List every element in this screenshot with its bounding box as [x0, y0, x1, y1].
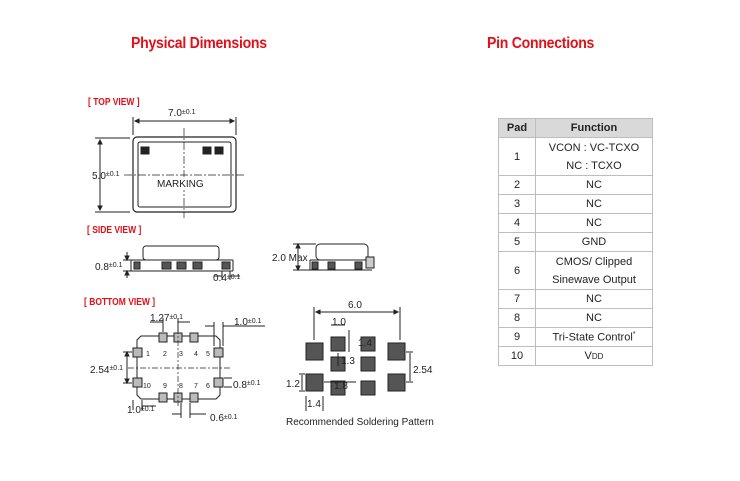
pad-cell: 10: [498, 346, 536, 366]
solder-dim-1: 1.0: [332, 317, 346, 328]
pin-number: 1: [146, 351, 150, 358]
function-cell: VCON : VC-TCXO NC : TCXO: [535, 137, 653, 176]
function-subscript: DD: [591, 352, 604, 361]
function-text: V: [584, 350, 592, 362]
side-max-height-dim: 2.0 Max: [272, 253, 308, 264]
function-line: CMOS/ Clipped: [555, 255, 633, 268]
side-thickness-dim: 0.8±0.1: [95, 262, 123, 273]
header-pad: Pad: [498, 118, 536, 138]
table-row: 5 GND: [498, 232, 653, 252]
pin-number: 4: [194, 351, 198, 358]
bottom-pad-height-dim: 0.8±0.1: [233, 380, 261, 391]
function-cell: NC: [535, 289, 653, 309]
top-view-drawing: [95, 117, 244, 218]
side-view-drawing: [123, 242, 375, 280]
pin-connections-title: Pin Connections: [487, 35, 595, 52]
top-height-dim: 5.0±0.1: [92, 171, 120, 182]
bottom-pad-width-dim: 1.0±0.1: [234, 317, 262, 328]
function-line: VCON : VC-TCXO: [548, 141, 640, 154]
pad-cell: 9: [498, 327, 536, 347]
pin-number: 10: [143, 383, 151, 390]
pad-cell: 5: [498, 232, 536, 252]
table-row: 1 VCON : VC-TCXO NC : TCXO: [498, 137, 653, 176]
function-cell: VDD: [535, 346, 653, 366]
function-cell: Tri-State Control*: [535, 327, 653, 347]
table-row: 4 NC: [498, 213, 653, 233]
solder-dim-2: 1.4: [358, 338, 372, 349]
function-cell: NC: [535, 213, 653, 233]
soldering-pattern-drawing: [299, 307, 413, 411]
table-row: 7 NC: [498, 289, 653, 309]
pad-cell: 4: [498, 213, 536, 233]
table-row: 9 Tri-State Control*: [498, 327, 653, 347]
solder-dim-7: 1.4: [307, 399, 321, 410]
table-row: 6 CMOS/ Clipped Sinewave Output: [498, 251, 653, 290]
function-cell: NC: [535, 175, 653, 195]
marking-text: MARKING: [157, 179, 204, 190]
top-view-label: [ TOP VIEW ]: [88, 97, 140, 108]
physical-dimensions-title: Physical Dimensions: [131, 35, 267, 52]
function-cell: CMOS/ Clipped Sinewave Output: [535, 251, 653, 290]
pad-cell: 2: [498, 175, 536, 195]
bottom-span-dim: 2.54±0.1: [90, 365, 123, 376]
side-pad-dim: 0.4±0.1: [213, 273, 241, 284]
pin-number: 9: [163, 383, 167, 390]
bottom-view-drawing: [123, 318, 265, 418]
pad-cell: 6: [498, 251, 536, 290]
pad-cell: 8: [498, 308, 536, 328]
pin-connections-table: Pad Function 1 VCON : VC-TCXO NC : TCXO …: [498, 118, 653, 366]
bottom-pitch-dim: 1.27±0.1: [150, 313, 183, 324]
side-view-label: [ SIDE VIEW ]: [87, 225, 142, 236]
solder-dim-3: 1.3: [341, 356, 355, 367]
function-line: Sinewave Output: [552, 273, 636, 286]
footnote-mark: *: [632, 330, 636, 338]
function-text: Tri-State Control: [552, 331, 633, 344]
bottom-view-label: [ BOTTOM VIEW ]: [84, 297, 156, 308]
function-cell: NC: [535, 194, 653, 214]
table-row: 2 NC: [498, 175, 653, 195]
pad-cell: 7: [498, 289, 536, 309]
pin-number: 5: [206, 351, 210, 358]
solder-dim-5: 1.8: [334, 381, 348, 392]
pad-cell: 3: [498, 194, 536, 214]
pin-number: 7: [194, 383, 198, 390]
bottom-inner-dim: 0.6±0.1: [210, 413, 238, 424]
top-width-dim: 7.0±0.1: [168, 108, 196, 119]
solder-dim-4: 1.2: [286, 379, 300, 390]
header-function: Function: [535, 118, 653, 138]
table-row: 3 NC: [498, 194, 653, 214]
table-row: 8 NC: [498, 308, 653, 328]
pin-number: 2: [163, 351, 167, 358]
pad-cell: 1: [498, 137, 536, 176]
solder-overall-dim: 6.0: [348, 300, 362, 311]
solder-caption: Recommended Soldering Pattern: [286, 417, 434, 428]
pin-number: 8: [179, 383, 183, 390]
solder-dim-6: 2.54: [413, 365, 433, 376]
bottom-corner-dim: 1.0±0.1: [127, 405, 155, 416]
function-line: NC : TCXO: [566, 159, 622, 172]
table-header-row: Pad Function: [498, 118, 653, 138]
function-cell: NC: [535, 308, 653, 328]
function-cell: GND: [535, 232, 653, 252]
pin-number: 3: [179, 351, 183, 358]
pin-number: 6: [206, 383, 210, 390]
table-row: 10 VDD: [498, 346, 653, 366]
